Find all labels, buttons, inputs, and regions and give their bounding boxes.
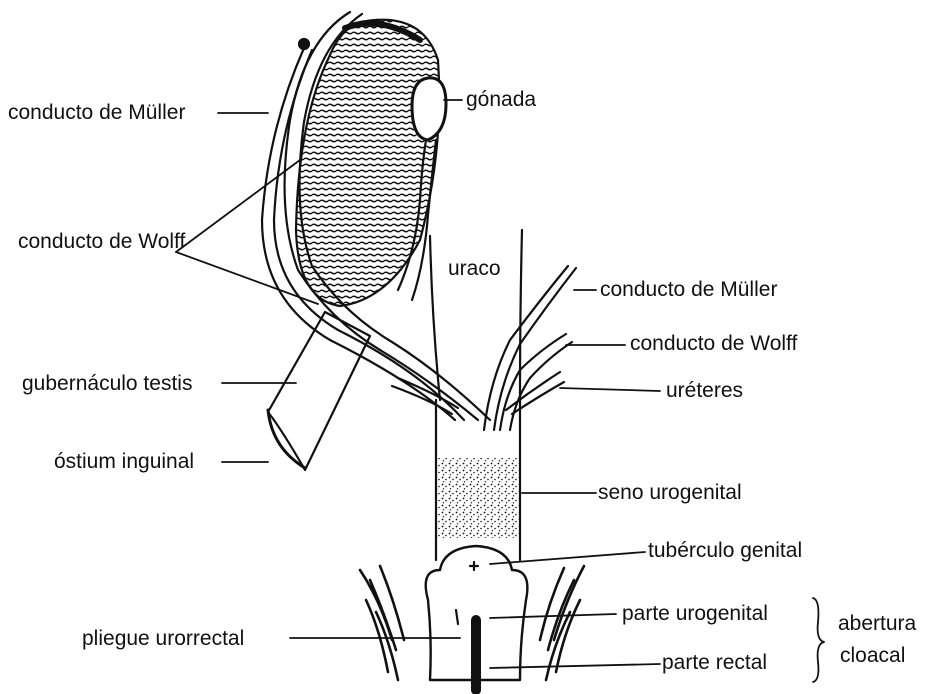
label-cloacal: cloacal xyxy=(840,644,905,667)
urachus xyxy=(430,236,440,400)
label-conducto-muller-left: conducto de Müller xyxy=(8,101,185,124)
wolffian-duct-right xyxy=(500,334,566,430)
fold-left xyxy=(360,566,404,680)
gubernaculum xyxy=(268,312,370,470)
label-parte-rectal: parte rectal xyxy=(662,651,767,674)
label-parte-urogenital: parte urogenital xyxy=(622,602,768,625)
ureter-right xyxy=(506,372,560,410)
label-conducto-muller-right: conducto de Müller xyxy=(600,278,777,301)
mesonephros xyxy=(296,20,439,306)
label-gonada: gónada xyxy=(466,88,536,111)
fold-right xyxy=(540,566,584,680)
label-conducto-wolff-left: conducto de Wolff xyxy=(18,230,185,253)
urogenital-sinus xyxy=(436,458,520,538)
gonad xyxy=(412,78,446,140)
label-ureteres: uréteres xyxy=(666,379,743,402)
label-uraco: uraco xyxy=(448,257,501,280)
label-gubernaculo: gubernáculo testis xyxy=(22,372,192,395)
label-ostium: óstium inguinal xyxy=(54,450,194,473)
label-pliegue: pliegue urorrectal xyxy=(82,627,244,650)
label-conducto-wolff-right: conducto de Wolff xyxy=(630,332,797,355)
label-abertura: abertura xyxy=(838,612,917,635)
label-tuberculo: tubérculo genital xyxy=(648,539,802,562)
label-seno: seno urogenital xyxy=(598,481,742,504)
